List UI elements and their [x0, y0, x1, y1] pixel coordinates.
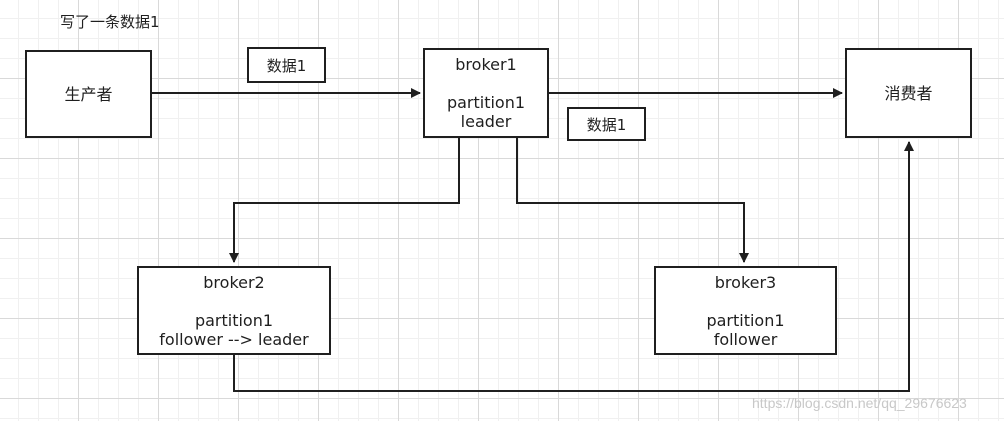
broker1-name: broker1 — [455, 55, 517, 74]
produce-message-tag: 数据1 — [247, 47, 326, 83]
broker1-role: leader — [460, 112, 512, 131]
broker3-name: broker3 — [714, 273, 777, 292]
producer-label: 生产者 — [64, 84, 113, 104]
broker2-node: broker2 partition1 follower --> leader — [137, 266, 331, 355]
broker3-node: broker3 partition1 follower — [654, 266, 837, 355]
broker2-name: broker2 — [203, 273, 265, 292]
broker1-partition: partition1 — [446, 93, 526, 112]
diagram-caption: 写了一条数据1 — [60, 13, 160, 31]
broker2-partition: partition1 — [194, 311, 274, 330]
broker2-role: follower --> leader — [159, 330, 309, 349]
consumer-node: 消费者 — [845, 48, 972, 138]
consume-message-tag: 数据1 — [567, 107, 646, 141]
broker3-role: follower — [713, 330, 778, 349]
edge-broker1-broker2 — [229, 138, 460, 263]
watermark: https://blog.csdn.net/qq_29676623 — [752, 395, 967, 411]
producer-node: 生产者 — [25, 50, 152, 138]
broker1-node: broker1 partition1 leader — [423, 48, 549, 138]
edge-broker1-broker3 — [516, 138, 749, 263]
edge-broker2-consumer — [233, 141, 914, 392]
consumer-label: 消费者 — [884, 83, 933, 103]
broker3-partition: partition1 — [706, 311, 785, 330]
